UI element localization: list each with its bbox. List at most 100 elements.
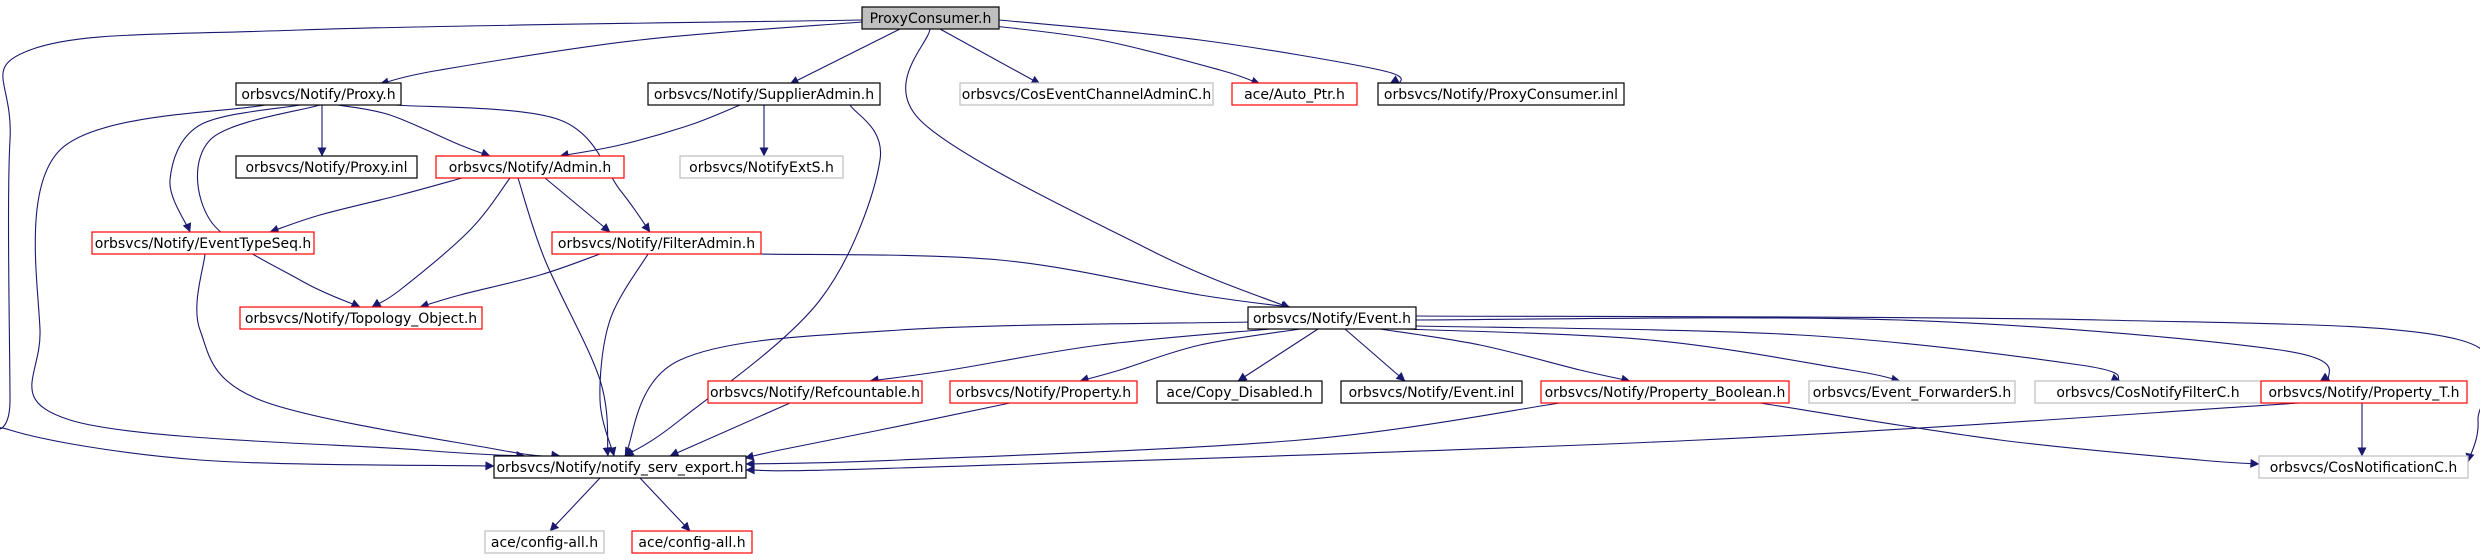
node-box <box>707 380 923 404</box>
node-box <box>631 530 753 554</box>
edge-property-h-to-notify-serv-export-h <box>744 402 1011 461</box>
node-box <box>91 231 315 255</box>
node-label: ace/config-all.h <box>491 535 598 551</box>
edge-admin-h-to-event-type-seq-h <box>269 177 463 234</box>
node-label: orbsvcs/CosNotificationC.h <box>2270 460 2458 476</box>
edge-notify-serv-export-h-to-config-all-h-ext <box>549 477 601 532</box>
node-cos-event-channel-admin-c-h[interactable]: orbsvcs/CosEventChannelAdminC.h <box>959 82 1214 106</box>
edge-proxy-consumer-h-to-auto-ptr-h <box>984 24 1261 86</box>
edge-proxy-h-to-admin-h <box>337 104 491 158</box>
node-label: ace/Copy_Disabled.h <box>1166 385 1312 401</box>
node-topology-object-h[interactable]: orbsvcs/Notify/Topology_Object.h <box>239 306 483 330</box>
node-cos-notification-c-h[interactable]: orbsvcs/CosNotificationC.h <box>2258 455 2469 479</box>
node-label: orbsvcs/Notify/SupplierAdmin.h <box>654 87 874 103</box>
node-box <box>1377 82 1625 106</box>
edge-supplier-admin-h-to-admin-h <box>559 104 741 159</box>
edge-property-t-h-to-notify-serv-export-h <box>745 402 2301 475</box>
node-label: orbsvcs/NotifyExtS.h <box>689 160 834 176</box>
node-box <box>647 82 881 106</box>
node-config-all-h-missing[interactable]: ace/config-all.h <box>631 530 753 554</box>
node-box <box>679 155 844 179</box>
node-label: orbsvcs/CosEventChannelAdminC.h <box>962 87 1211 103</box>
node-box <box>1340 380 1523 404</box>
edge-event-h-to-refcountable-h <box>869 328 1271 385</box>
node-box <box>861 6 1000 30</box>
node-cos-notify-filter-c-h[interactable]: orbsvcs/CosNotifyFilterC.h <box>2034 380 2262 404</box>
node-label: orbsvcs/Notify/EventTypeSeq.h <box>95 236 312 252</box>
edge-proxy-consumer-h-to-proxy-h <box>379 21 863 87</box>
node-proxy-h[interactable]: orbsvcs/Notify/Proxy.h <box>235 82 402 106</box>
node-proxy-consumer-h[interactable]: ProxyConsumer.h <box>861 6 1000 30</box>
node-label: orbsvcs/Notify/Property_Boolean.h <box>1545 385 1786 401</box>
node-supplier-admin-h[interactable]: orbsvcs/Notify/SupplierAdmin.h <box>647 82 881 106</box>
edge-admin-h-to-notify-serv-export-h <box>517 177 612 457</box>
node-label: orbsvcs/Notify/notify_serv_export.h <box>496 460 743 476</box>
edge-event-type-seq-h-to-notify-serv-export-h <box>196 253 561 460</box>
node-auto-ptr-h[interactable]: ace/Auto_Ptr.h <box>1231 82 1358 106</box>
node-label: ProxyConsumer.h <box>870 11 992 27</box>
edge-layer <box>0 19 2480 532</box>
node-label: orbsvcs/Notify/FilterAdmin.h <box>558 236 755 252</box>
node-notify-serv-export-h[interactable]: orbsvcs/Notify/notify_serv_export.h <box>493 455 747 479</box>
node-copy-disabled-h[interactable]: ace/Copy_Disabled.h <box>1156 380 1323 404</box>
edge-refcountable-h-to-notify-serv-export-h <box>669 402 791 457</box>
node-box <box>235 155 418 179</box>
node-property-h[interactable]: orbsvcs/Notify/Property.h <box>949 380 1138 404</box>
edge-event-h-to-property-boolean-h <box>1379 328 1631 384</box>
edge-proxy-consumer-h-to-supplier-admin-h <box>789 28 901 85</box>
node-box <box>484 530 605 554</box>
node-layer: ProxyConsumer.h orbsvcs/Notify/Proxy.h orb… <box>91 6 2469 554</box>
edge-proxy-consumer-h-to-cos-event-channel-admin-c-h <box>939 28 1041 85</box>
node-refcountable-h[interactable]: orbsvcs/Notify/Refcountable.h <box>707 380 923 404</box>
node-label: orbsvcs/CosNotifyFilterC.h <box>2056 385 2239 401</box>
node-box <box>1156 380 1323 404</box>
edge-proxy-consumer-h-to-event-h <box>905 28 1291 309</box>
node-box <box>1808 380 2016 404</box>
node-filter-admin-h[interactable]: orbsvcs/Notify/FilterAdmin.h <box>551 231 762 255</box>
edge-event-h-to-event-forwarder-s-h <box>1404 328 1901 384</box>
node-property-boolean-h[interactable]: orbsvcs/Notify/Property_Boolean.h <box>1540 380 1790 404</box>
node-box <box>2260 380 2468 404</box>
node-label: orbsvcs/Notify/ProxyConsumer.inl <box>1384 87 1618 103</box>
node-box <box>1231 82 1358 106</box>
node-label: orbsvcs/Notify/Admin.h <box>449 160 612 176</box>
node-label: orbsvcs/Notify/Event.inl <box>1349 385 1515 401</box>
edge-event-h-to-property-t-h <box>1415 317 2331 382</box>
node-event-inl[interactable]: orbsvcs/Notify/Event.inl <box>1340 380 1523 404</box>
edge-admin-h-to-topology-object-h <box>371 177 511 308</box>
node-label: orbsvcs/Notify/Event.h <box>1253 311 1411 327</box>
edge-proxy-h-to-filter-admin-h <box>395 104 651 233</box>
node-config-all-h-ext[interactable]: ace/config-all.h <box>484 530 605 554</box>
node-notify-ext-s-h[interactable]: orbsvcs/NotifyExtS.h <box>679 155 844 179</box>
node-label: ace/Auto_Ptr.h <box>1244 87 1345 103</box>
edge-event-h-to-notify-serv-export-h <box>624 321 1251 457</box>
node-box <box>959 82 1214 106</box>
edge-filter-admin-h-to-notify-serv-export-h <box>599 253 649 457</box>
edge-proxy-h-to-event-type-seq-h <box>169 104 301 233</box>
node-proxy-consumer-inl[interactable]: orbsvcs/Notify/ProxyConsumer.inl <box>1377 82 1625 106</box>
edge-event-h-to-property-h <box>1079 328 1301 384</box>
node-box <box>239 306 483 330</box>
node-event-type-seq-h[interactable]: orbsvcs/Notify/EventTypeSeq.h <box>91 231 315 255</box>
node-box <box>493 455 747 479</box>
node-proxy-inl[interactable]: orbsvcs/Notify/Proxy.inl <box>235 155 418 179</box>
edge-event-h-to-cos-notify-filter-c-h <box>1415 325 2121 382</box>
node-label: orbsvcs/Event_ForwarderS.h <box>1813 385 2011 401</box>
node-label: orbsvcs/Notify/Proxy.h <box>241 87 395 103</box>
edge-property-boolean-h-to-notify-serv-export-h <box>745 402 1561 469</box>
node-box <box>949 380 1138 404</box>
edge-event-h-to-event-inl <box>1344 328 1406 382</box>
node-event-forwarder-s-h[interactable]: orbsvcs/Event_ForwarderS.h <box>1808 380 2016 404</box>
edge-proxy-consumer-h-to-proxy-consumer-inl <box>998 19 1402 85</box>
node-event-h[interactable]: orbsvcs/Notify/Event.h <box>1247 306 1417 330</box>
edge-admin-h-to-filter-admin-h <box>544 177 611 233</box>
node-property-t-h[interactable]: orbsvcs/Notify/Property_T.h <box>2260 380 2468 404</box>
node-label: orbsvcs/Notify/Proxy.inl <box>245 160 407 176</box>
node-box <box>235 82 402 106</box>
node-box <box>2258 455 2469 479</box>
node-admin-h[interactable]: orbsvcs/Notify/Admin.h <box>435 155 625 179</box>
edge-supplier-admin-h-to-notify-serv-export-h <box>624 104 882 457</box>
edge-proxy-h-to-notify-serv-export-h <box>31 104 526 461</box>
node-label: orbsvcs/Notify/Topology_Object.h <box>245 311 477 327</box>
